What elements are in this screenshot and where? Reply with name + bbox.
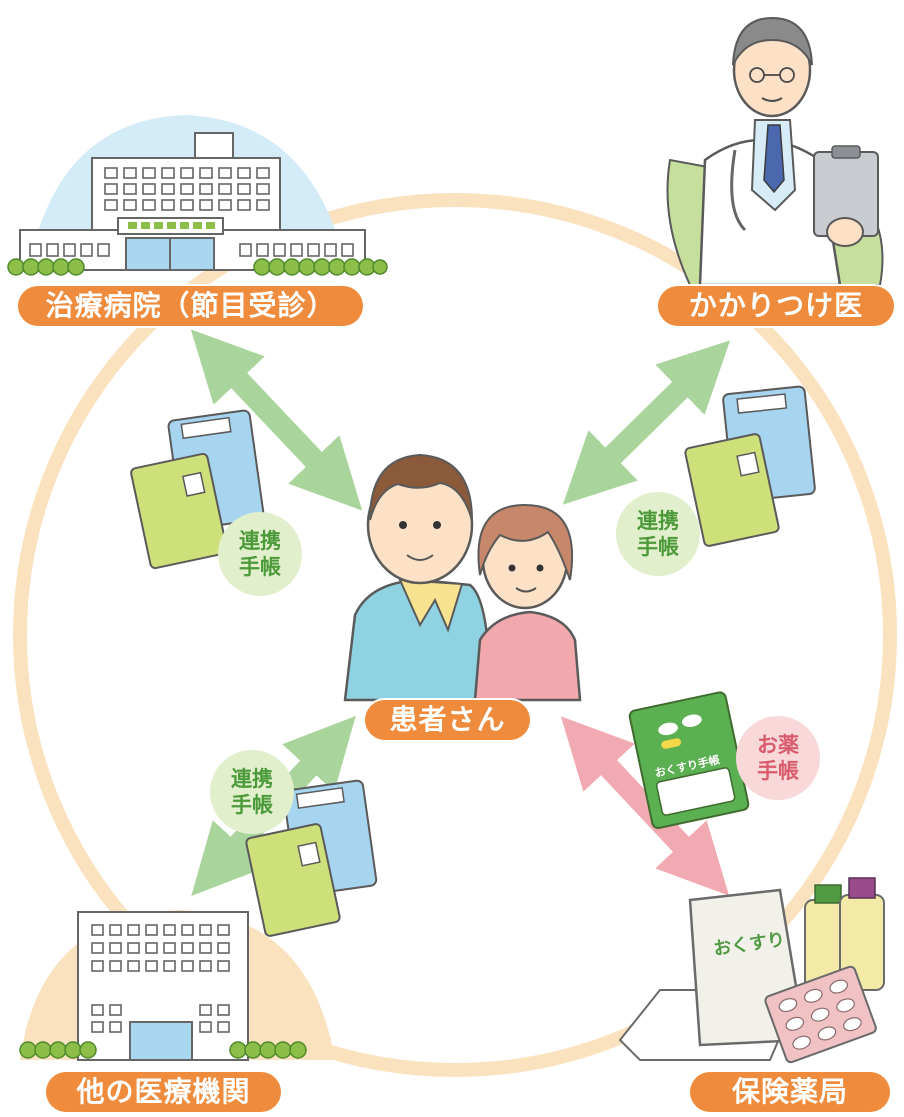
arrow-pharmacy-patient xyxy=(560,716,730,896)
link-notebook-badge-right: 連携 手帳 xyxy=(616,492,700,576)
badge-line2: 手帳 xyxy=(757,759,799,783)
badge-line1: 連携 xyxy=(231,767,273,791)
patients-illustration xyxy=(343,453,582,702)
hospital-illustration xyxy=(7,115,388,276)
arrow-doctor-patient xyxy=(562,340,731,505)
link-notebook-badge-left: 連携 手帳 xyxy=(218,512,302,596)
link-notebook-left xyxy=(130,409,265,570)
doctor-illustration xyxy=(666,16,884,287)
link-notebook-right xyxy=(684,385,816,547)
care-ring xyxy=(13,193,897,1077)
other-facility-illustration xyxy=(19,910,335,1061)
badge-line1: 連携 xyxy=(637,509,679,533)
patient-label: 患者さん xyxy=(365,700,530,740)
arrow-hospital-patient xyxy=(190,329,363,511)
medicine-notebook-badge: お薬 手帳 xyxy=(736,716,820,800)
badge-line2: 手帳 xyxy=(239,555,281,579)
badge-line2: 手帳 xyxy=(637,535,679,559)
link-notebook-lower xyxy=(245,779,378,937)
badge-line1: 連携 xyxy=(239,529,281,553)
pharmacy-illustration xyxy=(618,877,885,1064)
pharmacy-label: 保険薬局 xyxy=(690,1072,890,1112)
medicine-notebook xyxy=(628,691,750,829)
badge-line2: 手帳 xyxy=(231,793,273,817)
family-doctor-label: かかりつけ医 xyxy=(658,286,894,326)
link-notebook-badge-lower: 連携 手帳 xyxy=(210,750,294,834)
badge-line1: お薬 xyxy=(757,733,799,757)
other-facility-label: 他の医療機関 xyxy=(46,1072,281,1112)
hospital-label: 治療病院（節目受診） xyxy=(18,286,363,326)
